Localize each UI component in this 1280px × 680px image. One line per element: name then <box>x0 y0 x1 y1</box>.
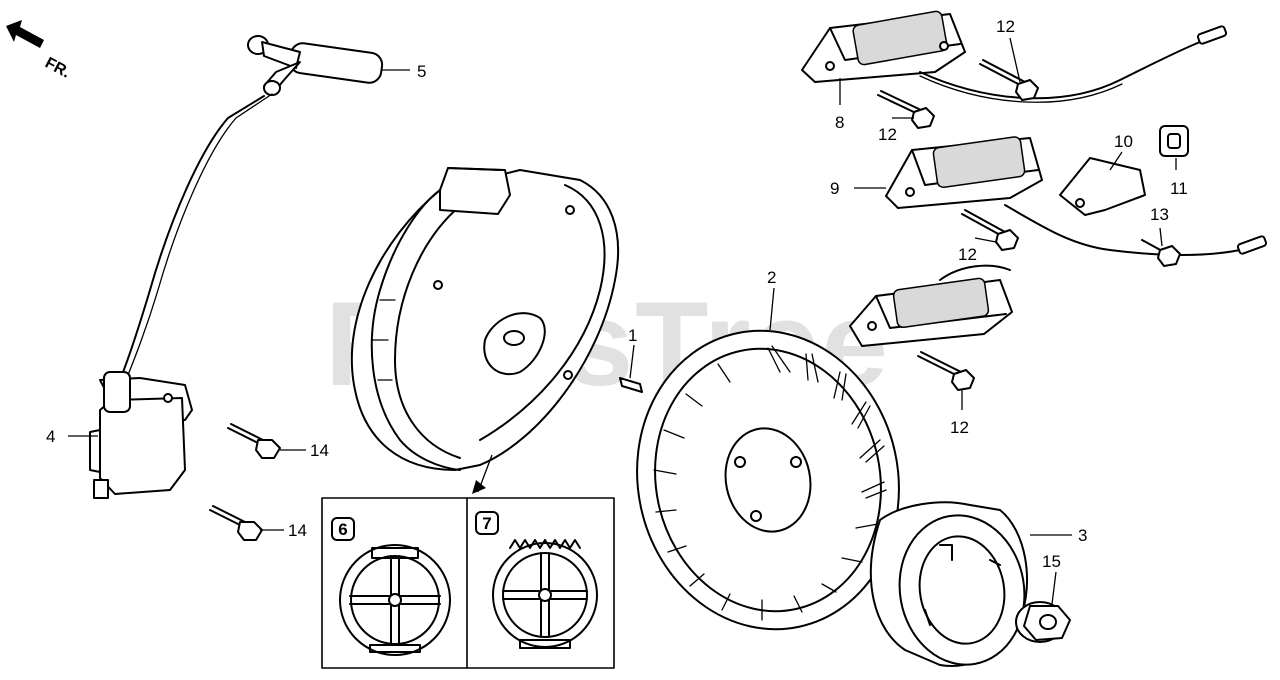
charge-coil-9 <box>885 136 1043 209</box>
variant-7-label: 7 <box>482 514 491 533</box>
bolt-12-bottom <box>917 351 975 391</box>
ignition-coil <box>89 371 193 499</box>
variant-box <box>321 497 615 669</box>
charge-coil-8 <box>801 10 966 83</box>
bolt-12-lower-mid <box>961 209 1019 251</box>
woodruff-key <box>619 377 643 393</box>
direction-label: FR. <box>42 55 73 82</box>
callout-12-lower-mid: 12 <box>958 245 977 264</box>
callout-12-upper-mid: 12 <box>878 125 897 144</box>
callout-9: 9 <box>830 179 839 198</box>
callout-2: 2 <box>767 268 776 287</box>
bolt-14-lower <box>209 505 263 541</box>
starter-pulley <box>869 501 1029 667</box>
variant-6: 6 <box>331 517 451 656</box>
spark-plug-cap <box>247 35 384 96</box>
variant-7: 7 <box>475 511 598 649</box>
wire-terminal-lower <box>1236 235 1268 255</box>
bolt-12-upper-mid <box>877 90 935 129</box>
charge-coil-wire-lower <box>1004 204 1241 256</box>
flywheel <box>350 167 619 471</box>
callout-11: 11 <box>1170 179 1188 198</box>
charge-coil-wire-upper <box>919 41 1201 100</box>
front-direction-arrow-icon <box>6 20 44 48</box>
leader-lines <box>68 37 1177 605</box>
callout-3: 3 <box>1078 526 1087 545</box>
ignition-wire <box>119 95 265 381</box>
callout-12-top: 12 <box>996 17 1015 36</box>
cooling-fan <box>636 329 900 631</box>
callout-5: 5 <box>417 62 426 81</box>
bolt-14-upper <box>227 423 281 459</box>
grommet <box>1159 125 1189 157</box>
callout-1: 1 <box>628 326 637 345</box>
callouts: 5 4 14 14 1 2 3 15 8 9 10 11 13 12 12 12… <box>46 17 1188 571</box>
bolt-12-top <box>979 59 1039 101</box>
callout-14-upper: 14 <box>310 441 329 460</box>
callout-15: 15 <box>1042 552 1061 571</box>
variant-6-label: 6 <box>338 520 347 539</box>
bolt-13 <box>1141 239 1181 267</box>
callout-13: 13 <box>1150 205 1169 224</box>
wire-bracket <box>1059 157 1146 216</box>
callout-12-bottom: 12 <box>950 418 969 437</box>
callout-10: 10 <box>1114 132 1133 151</box>
flange-nut <box>1015 601 1071 643</box>
exciter-coil <box>849 277 1013 347</box>
callout-8: 8 <box>835 113 844 132</box>
callout-4: 4 <box>46 427 55 446</box>
callout-14-lower: 14 <box>288 521 307 540</box>
wire-terminal-upper <box>1196 25 1228 45</box>
